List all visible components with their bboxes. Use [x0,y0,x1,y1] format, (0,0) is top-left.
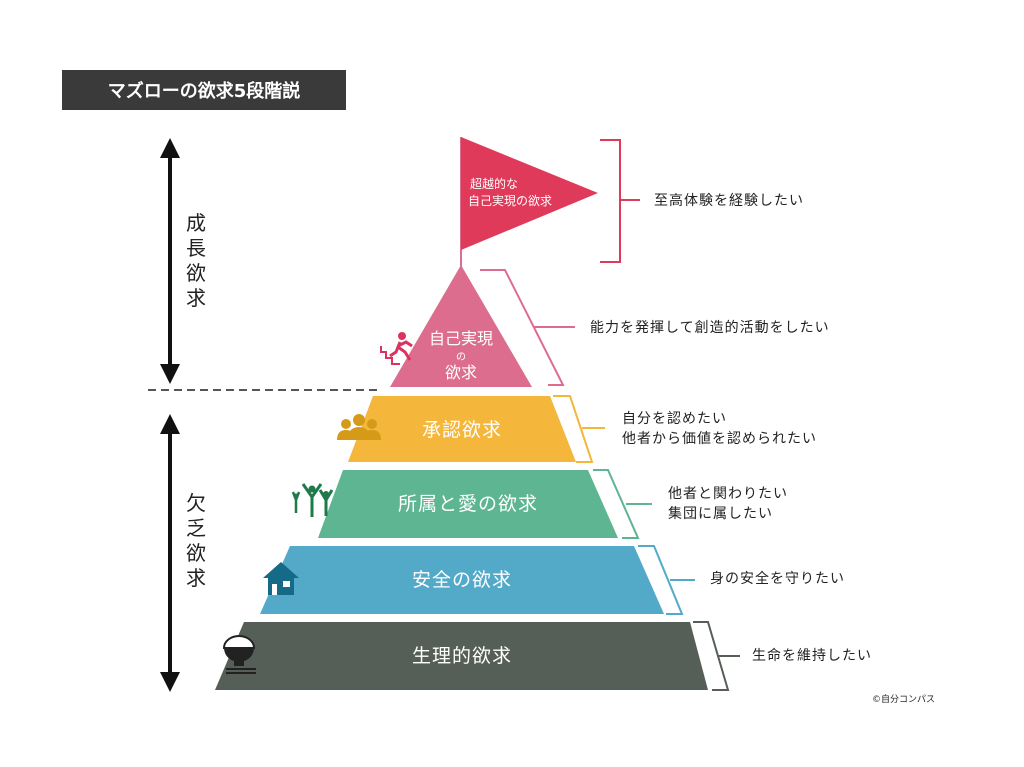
level-bracket [693,621,740,691]
deficiency-char: 欠 [186,491,206,515]
group-icon [337,414,381,440]
rice-bowl-icon [222,635,256,674]
level-love-belonging [318,470,618,538]
level-description: 自分を認めたい [622,411,727,427]
growth-char: 長 [186,236,206,260]
level-bracket [638,545,695,615]
deficiency-label: 欠 乏 欲 求 [186,491,206,590]
level-label: 承認欲求 [422,419,502,441]
growth-char: 欲 [186,261,206,285]
level-safety [260,546,664,614]
level-label: 欲求 [445,363,477,382]
level-physiological [215,622,708,690]
level-self-actualization [390,265,532,387]
running-person-stairs-icon [380,332,413,365]
flag: 超越的な 自己実現の欲求 [460,137,598,268]
level-description: 他者から価値を認められたい [622,431,817,447]
deficiency-char: 欲 [186,541,206,565]
level-label: 安全の欲求 [412,569,512,591]
flag-bracket [600,139,640,263]
flag-label-line1: 超越的な [470,176,518,191]
flag-label-line2: 自己実現の欲求 [468,193,552,208]
level-bracket [480,269,575,386]
level-description: 能力を発揮して創造的活動をしたい [590,320,830,336]
level-bracket [553,395,605,463]
flag-description: 至高体験を経験したい [654,192,804,209]
level-esteem [348,396,576,462]
growth-char: 求 [186,286,206,310]
level-label: 所属と愛の欲求 [398,493,538,515]
credit: ©自分コンパス [872,693,935,705]
level-label: 生理的欲求 [412,645,512,667]
level-description: 他者と関わりたい [668,486,788,502]
page-title: マズローの欲求5段階説 [108,80,301,102]
level-description: 身の安全を守りたい [710,570,845,587]
growth-label: 成 長 欲 求 [186,211,206,310]
level-description: 集団に属したい [668,505,773,522]
deficiency-char: 求 [186,566,206,590]
house-icon [263,562,299,595]
level-label: 自己実現 [429,329,493,348]
family-icon [291,483,334,517]
level-bracket [593,469,652,539]
level-description: 生命を維持したい [752,647,872,664]
growth-char: 成 [186,211,206,235]
title-box: マズローの欲求5段階説 [62,70,346,110]
level-label: の [456,352,466,363]
deficiency-char: 乏 [186,516,206,540]
